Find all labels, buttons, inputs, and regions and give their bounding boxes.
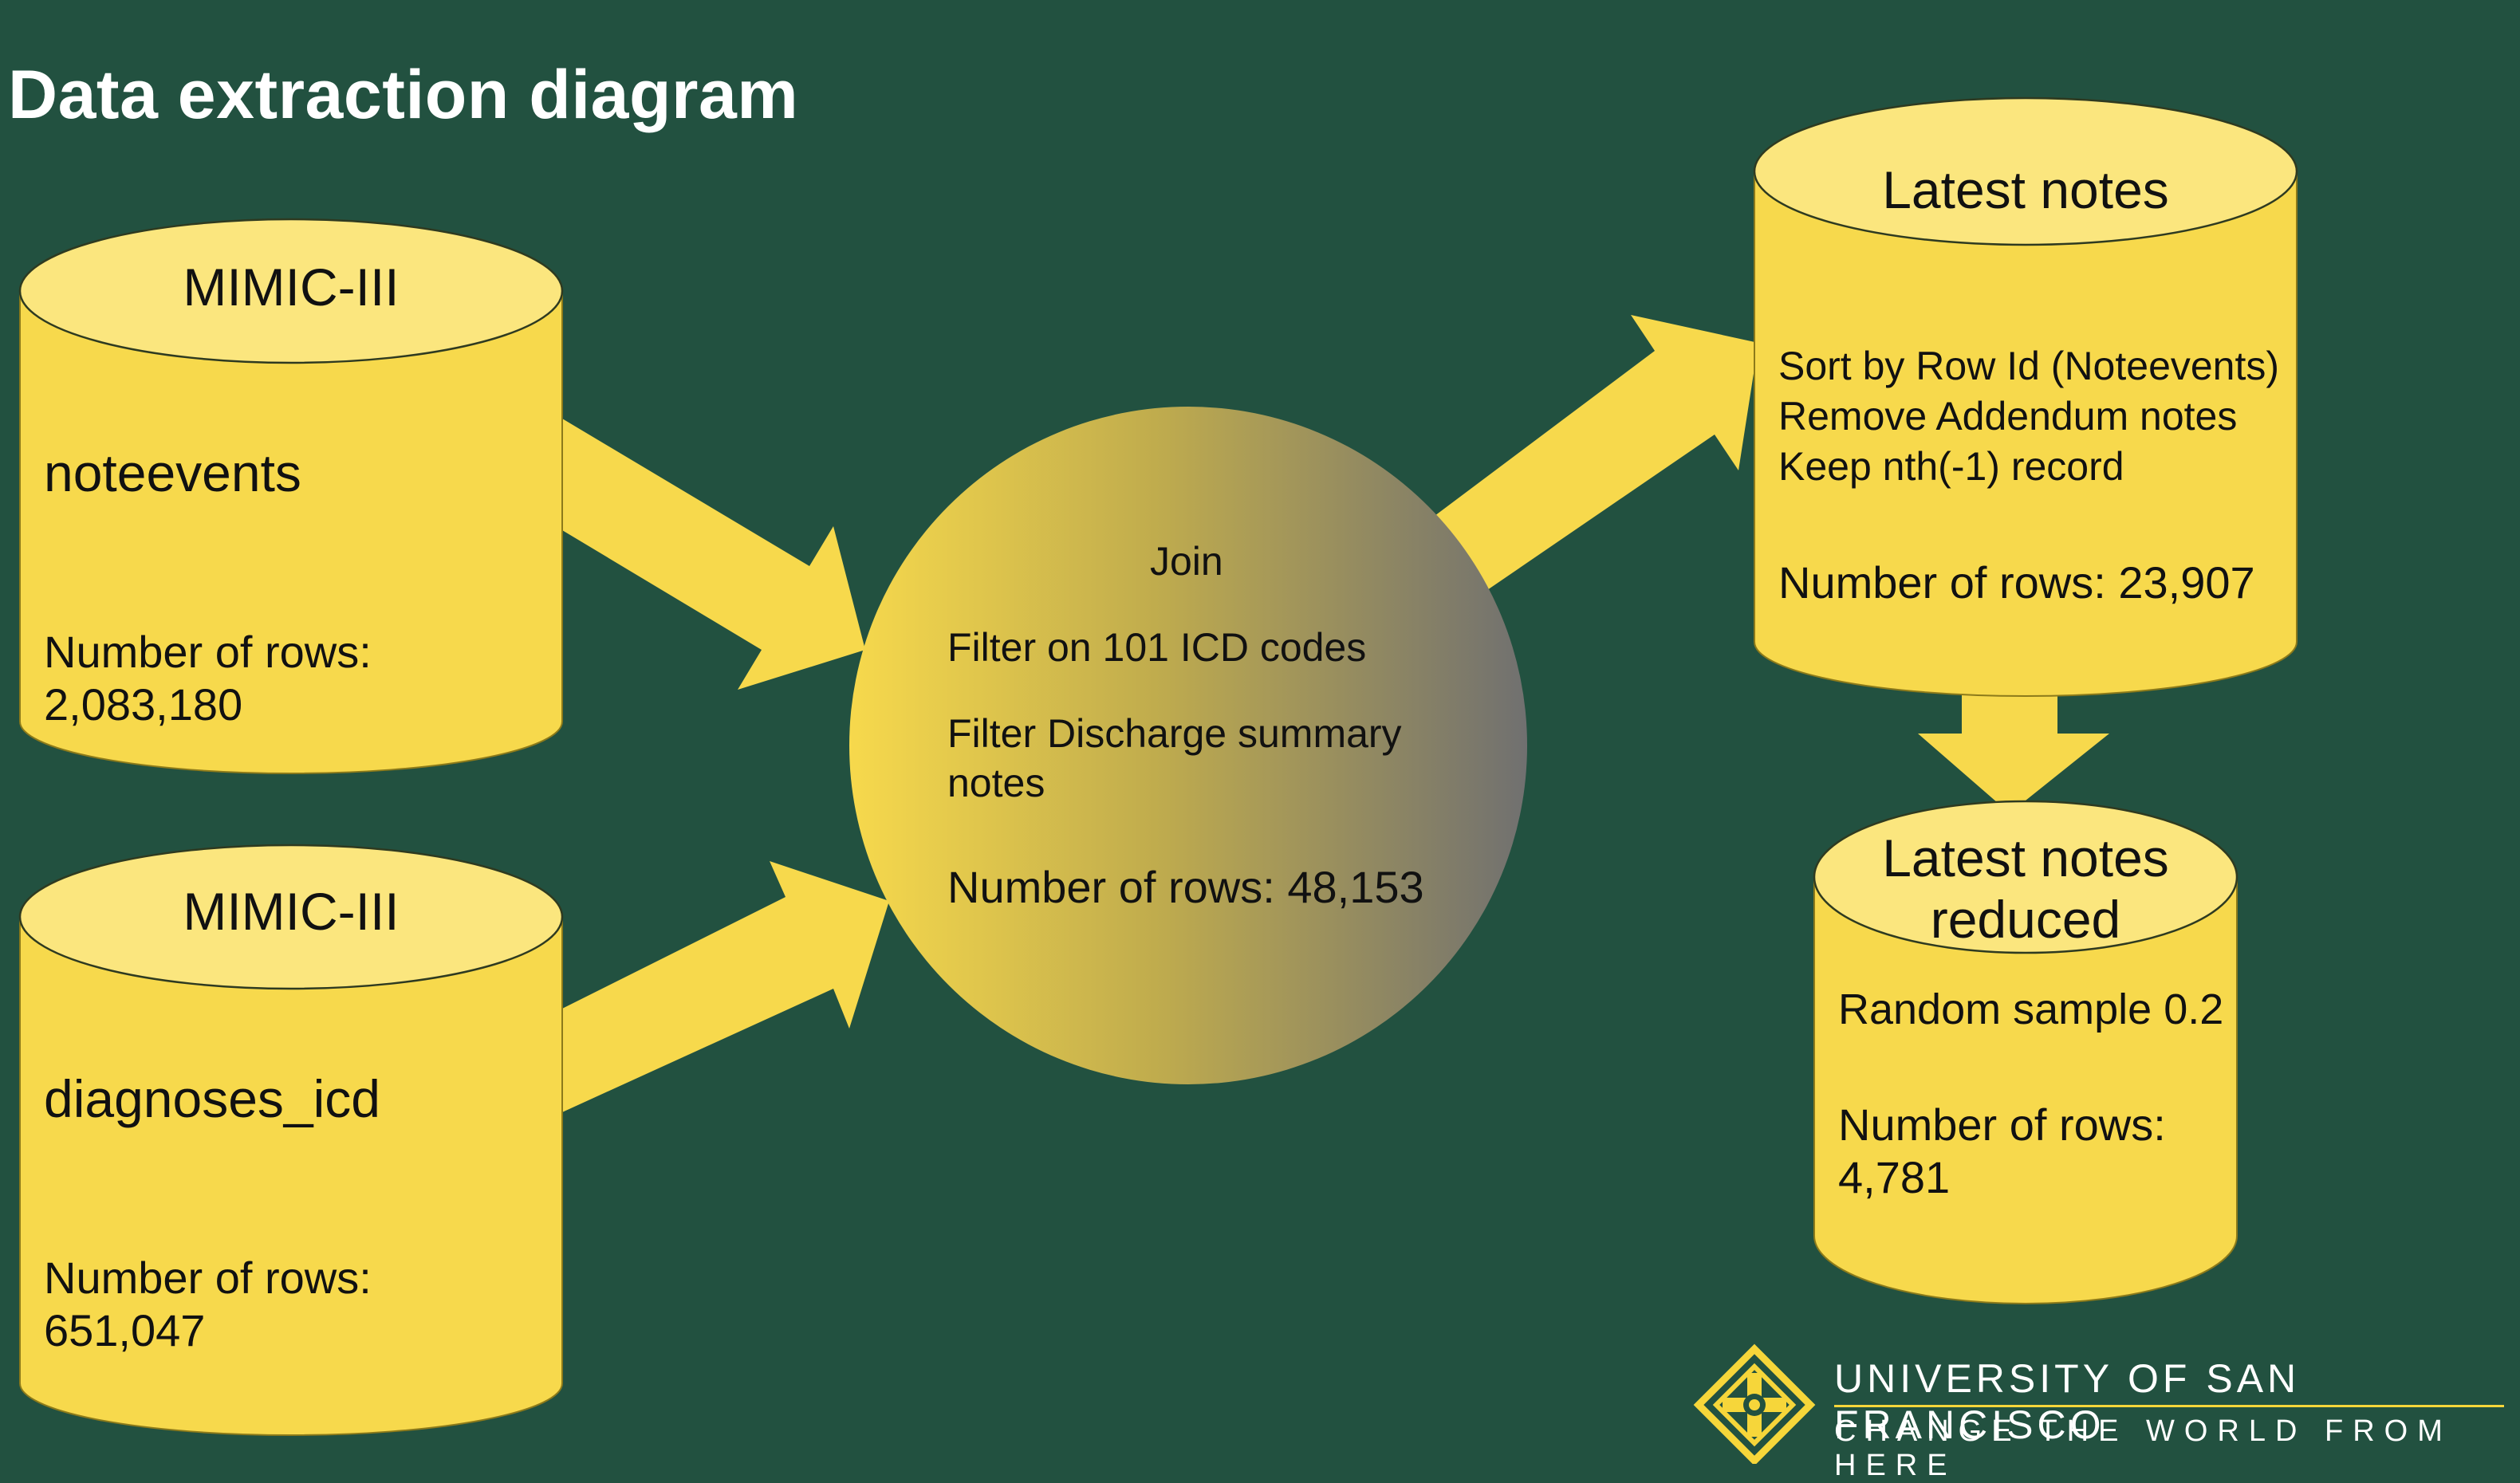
table-name-noteevents: noteevents [44,443,301,502]
cylinder-diagnoses-icd [18,844,564,1436]
reduced-row-count-value: 4,781 [1838,1152,1951,1202]
usf-star-icon [1693,1343,1816,1464]
table-name-diagnoses-icd: diagnoses_icd [44,1069,380,1128]
reduced-step-sample: Random sample 0.2 [1838,985,2224,1033]
join-step-filter-icd: Filter on 101 ICD codes [947,625,1367,670]
page-title: Data extraction diagram [8,57,799,133]
latest-step-keep-record: Keep nth(-1) record [1778,444,2124,489]
join-circle [849,407,1527,1084]
latest-step-sort: Sort by Row Id (Noteevents) [1778,344,2280,388]
logo-tagline: CHANGE THE WORLD FROM HERE [1834,1414,2452,1482]
row-count-label-noteevents: Number of rows: [44,627,372,677]
row-count-value-noteevents: 2,083,180 [44,679,243,730]
reduced-row-count-label: Number of rows: [1838,1099,2166,1150]
cylinder-label-latest-notes: Latest notes [1882,160,2169,219]
join-step-join: Join [1150,539,1223,584]
row-count-label-diagnoses-icd: Number of rows: [44,1253,372,1303]
latest-row-count: Number of rows: 23,907 [1778,557,2255,608]
row-count-value-diagnoses-icd: 651,047 [44,1305,206,1355]
logo-divider [1834,1405,2504,1407]
join-step-row-count: Number of rows: 48,153 [947,862,1424,912]
cylinder-latest-notes-reduced [1813,800,2238,1304]
cylinder-noteevents [18,218,564,774]
arrow-join-to-latest [1431,315,1758,590]
logo-university-name: UNIVERSITY OF SAN FRANCISCO [1834,1356,2301,1447]
cylinder-label-diagnoses-icd: MIMIC-III [183,882,400,941]
cylinder-label-reduced-line2: reduced [1930,890,2121,949]
arrow-latest-to-reduced [1918,690,2109,813]
cylinder-label-reduced-line1: Latest notes [1882,828,2169,887]
cylinder-latest-notes [1753,96,2298,697]
arrow-noteevents-to-join [562,419,865,690]
arrow-diagnoses-to-join [562,861,889,1112]
latest-step-remove-addendum: Remove Addendum notes [1778,394,2238,439]
join-step-filter-discharge-notes: notes [947,761,1045,805]
cylinder-label-noteevents: MIMIC-III [183,258,400,317]
join-step-filter-discharge: Filter Discharge summary [947,711,1402,756]
